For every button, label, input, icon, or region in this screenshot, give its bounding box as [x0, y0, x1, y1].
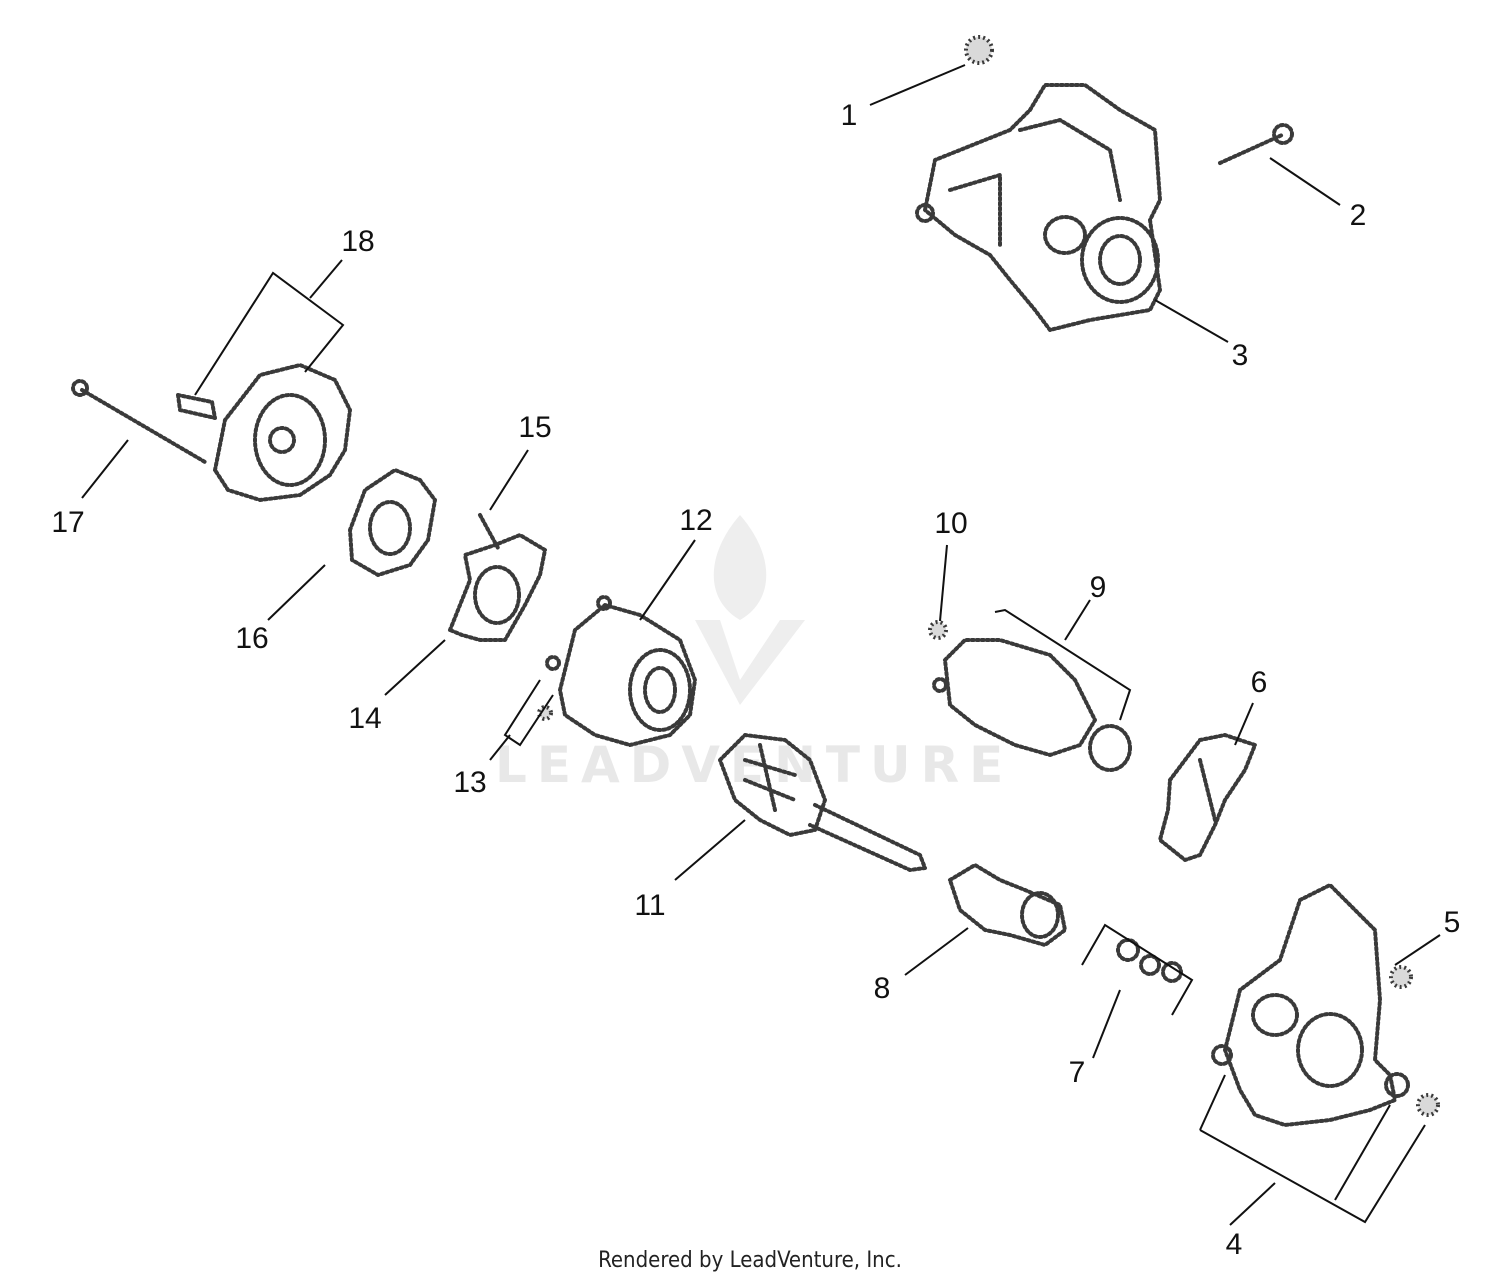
callout-15: 15: [518, 411, 551, 444]
part-9-solenoid: [932, 638, 1132, 772]
part-6-lever: [1158, 733, 1257, 862]
part-18-end-cover: [176, 363, 352, 502]
callout-8: 8: [874, 972, 891, 1005]
callout-17: 17: [51, 506, 84, 539]
watermark-flame-icon: [713, 515, 767, 620]
part-1-nut: [964, 35, 994, 65]
part-16-plate: [348, 468, 437, 577]
part-8-pinion-gear: [948, 863, 1067, 947]
part-5-nut: [1389, 965, 1413, 989]
callout-1: 1: [841, 99, 858, 132]
callout-14: 14: [348, 702, 381, 735]
callout-7: 7: [1069, 1056, 1086, 1089]
callout-18: 18: [341, 225, 374, 258]
callout-2: 2: [1350, 199, 1367, 232]
watermark-v-icon: [695, 620, 805, 705]
callout-9: 9: [1090, 571, 1107, 604]
callout-12: 12: [679, 504, 712, 537]
callout-3: 3: [1232, 339, 1249, 372]
callout-6: 6: [1251, 666, 1268, 699]
callout-4: 4: [1226, 1228, 1243, 1261]
part-4-housing: [1211, 883, 1440, 1127]
watermark-text: LEADVENTURE: [495, 736, 1013, 794]
part-2-bolt: [1218, 123, 1294, 165]
callout-5: 5: [1444, 906, 1461, 939]
part-17-through-bolt: [71, 379, 207, 464]
part-12-field-frame: [545, 595, 697, 747]
part-7-balls: [1116, 938, 1183, 983]
part-15-screw: [478, 513, 500, 550]
leadventure-watermark: LEADVENTURE: [495, 515, 1013, 794]
callout-10: 10: [934, 507, 967, 540]
leader-lines: [81, 64, 1441, 1226]
callouts: 1 2 3 4 5 6 7 8 9 10 11 12 13 14 15 16 1…: [51, 99, 1460, 1261]
callout-11: 11: [634, 889, 665, 922]
part-3-starter-assembly: [915, 83, 1162, 332]
footer-credit: Rendered by LeadVenture, Inc.: [598, 1248, 902, 1273]
part-14-brush-holder: [448, 533, 547, 642]
part-11-armature: [718, 733, 927, 872]
part-10-nut: [928, 620, 948, 640]
callout-13: 13: [453, 766, 486, 799]
callout-16: 16: [235, 622, 268, 655]
